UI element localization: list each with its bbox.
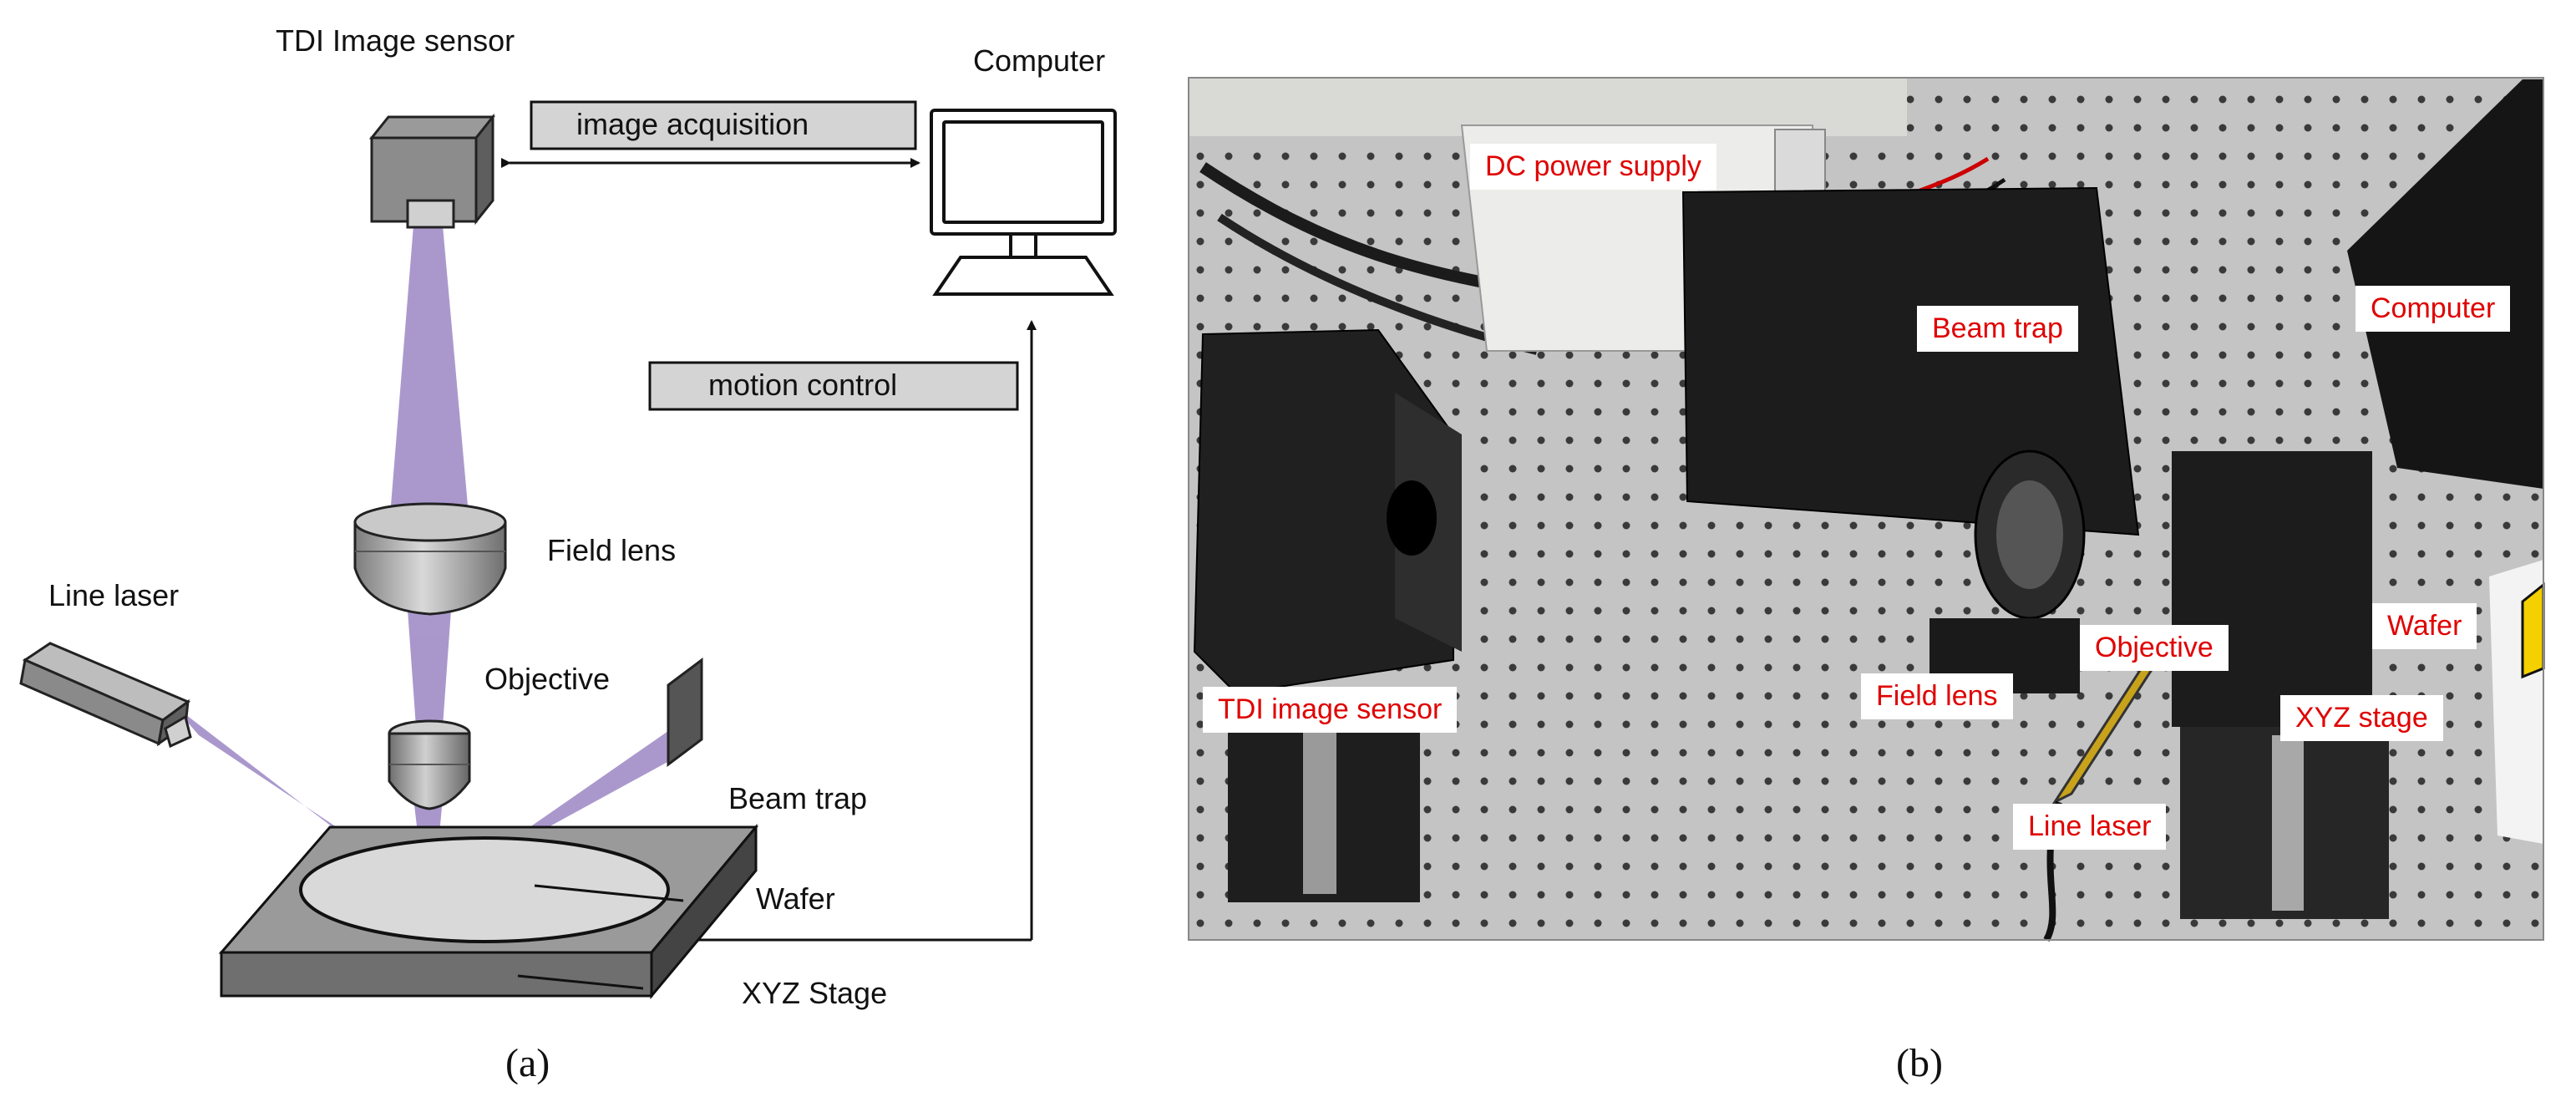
caption-b: (b) bbox=[1896, 1041, 1943, 1085]
label-field-lens: Field lens bbox=[547, 533, 677, 567]
label-computer-photo: Computer bbox=[2355, 286, 2511, 332]
panel-a-schematic: TDI Image sensor Computer image acquisit… bbox=[0, 0, 1186, 1102]
schematic-drawing bbox=[19, 100, 1117, 1000]
photo-frame bbox=[1188, 77, 2544, 941]
tdi-sensor-icon bbox=[368, 113, 496, 229]
label-field-lens-photo: Field lens bbox=[1861, 673, 2013, 719]
field-lens-icon bbox=[353, 502, 507, 616]
label-motion-control: motion control bbox=[708, 368, 898, 402]
wafer-icon bbox=[299, 836, 670, 943]
label-objective: Objective bbox=[484, 662, 611, 696]
tdi-stage-screw bbox=[1303, 702, 1336, 894]
label-xyz-stage-photo: XYZ stage bbox=[2280, 695, 2443, 741]
image-acquisition-box bbox=[530, 100, 917, 150]
label-beam-trap-photo: Beam trap bbox=[1917, 306, 2078, 352]
label-line-laser: Line laser bbox=[48, 578, 180, 612]
label-line-laser-photo: Line laser bbox=[2013, 804, 2167, 850]
wafer-leader bbox=[534, 884, 684, 902]
label-objective-photo: Objective bbox=[2080, 625, 2229, 671]
line-laser-icon bbox=[19, 642, 192, 749]
beam-trap-icon bbox=[667, 658, 703, 767]
beam-lens-to-objective bbox=[408, 610, 451, 727]
label-dc-power-supply: DC power supply bbox=[1470, 144, 1716, 190]
computer-monitor-device bbox=[2347, 79, 2543, 489]
xyz-stage-icon bbox=[218, 823, 759, 1000]
photo-illustration bbox=[1188, 77, 2545, 942]
label-tdi-sensor: TDI Image sensor bbox=[276, 23, 515, 58]
motion-control-box bbox=[648, 361, 1019, 411]
caption-a: (a) bbox=[505, 1041, 550, 1085]
label-xyz-stage: XYZ Stage bbox=[742, 976, 888, 1010]
tdi-camera-aperture bbox=[1387, 480, 1437, 556]
warning-triangle bbox=[2521, 581, 2545, 679]
panel-b-photo: DC power supply Beam trap Computer TDI i… bbox=[1186, 0, 2576, 1102]
tdi-camera-device bbox=[1193, 328, 1454, 695]
label-computer: Computer bbox=[973, 43, 1106, 78]
beam-sensor-to-lens bbox=[391, 226, 468, 505]
label-wafer: Wafer bbox=[756, 881, 835, 916]
label-wafer-photo: Wafer bbox=[2372, 603, 2477, 649]
beam-wafer-to-trap bbox=[426, 731, 678, 894]
computer-icon bbox=[930, 109, 1117, 296]
label-tdi-image-sensor: TDI image sensor bbox=[1203, 687, 1458, 733]
stage-leader bbox=[517, 974, 644, 990]
objective-icon bbox=[388, 719, 471, 810]
xyz-stage-device bbox=[2172, 451, 2372, 727]
field-lens-ring bbox=[1996, 480, 2063, 589]
label-image-acquisition: image acquisition bbox=[576, 107, 809, 141]
label-beam-trap: Beam trap bbox=[728, 781, 868, 815]
xyz-stage-screw bbox=[2272, 735, 2304, 911]
beam-trap-device bbox=[1681, 186, 2140, 536]
